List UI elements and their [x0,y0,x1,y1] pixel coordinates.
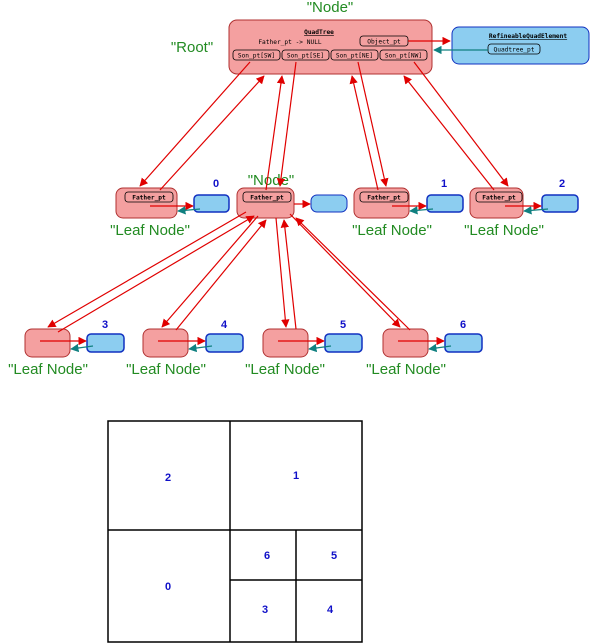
leaf-number-6: 6 [460,319,466,331]
quadtree-pt-label: Quadtree_pt [494,47,535,54]
middle-son-arrow-6 [289,213,401,328]
middle-father-field [242,191,292,203]
element-box-3 [86,333,125,353]
leaf-label-1: "Leaf Node" [352,222,432,239]
leaf-number-3: 3 [102,319,108,331]
middle-father-label: Father_pt [250,195,284,202]
grid-cell-4: 4 [327,604,334,616]
leaf-number-4: 4 [221,319,228,331]
element-box-6 [444,333,483,353]
son-nw-label: Son_pt[NW] [385,53,422,60]
middle-son-arrow-5 [275,217,290,328]
son-nw-field [379,49,428,61]
son-sw-arrow [139,61,251,187]
father-1-arrow [349,75,379,191]
father-label-2: Father_pt [482,195,516,202]
son-ne-field [330,49,379,61]
element-to-node-arrow-0 [177,206,201,215]
son-se-label: Son_pt[SE] [287,53,324,60]
middle-son-arrow-4 [161,215,259,328]
element-to-node-arrow-4 [188,343,213,353]
leaf-label-4: "Leaf Node" [126,361,206,378]
quadtree-pt-field [487,43,541,55]
element-to-node-arrow-2 [523,206,549,215]
son-sw-field [232,49,281,61]
son-se-arrow [276,61,297,187]
son-nw-arrow [413,61,509,187]
father-middle-arrow [265,75,286,191]
father-5-arrow [280,219,297,330]
grid-cell-5: 5 [331,550,337,562]
element-box-0 [193,194,230,213]
leaf-node-4 [142,328,189,358]
father-label-1: Father_pt [367,195,401,202]
father-field-1 [359,191,409,203]
grid-cell-2: 2 [165,472,171,484]
root-node-label: "Node" [307,0,354,16]
leaf-label-6: "Leaf Node" [366,361,446,378]
father-4-arrow [175,219,267,331]
father-null-line: Father_pt -> NULL [258,39,322,46]
son-se-field [281,49,330,61]
grid-cell-1: 1 [293,470,299,482]
leaf-label-3: "Leaf Node" [8,361,88,378]
element-to-node-arrow-5 [308,343,332,353]
son-ne-label: Son_pt[NE] [336,53,373,60]
leaf-number-1: 1 [441,178,447,190]
leaf-number-2: 2 [559,178,565,190]
leaf-node-5 [262,328,309,358]
leaf-node-6 [382,328,429,358]
leaf-number-0: 0 [213,178,219,190]
leaf-label-2: "Leaf Node" [464,222,544,239]
element-box-1 [426,194,464,213]
father-6-arrow [295,217,411,331]
element-to-node-arrow-1 [409,206,434,215]
father-field-0 [124,191,174,203]
element-box-2 [541,194,579,213]
father-2-arrow [403,75,495,191]
grid-cell-3: 3 [262,604,268,616]
father-field-2 [475,191,523,203]
quadtree-grid [107,420,363,643]
root-label: "Root" [171,39,213,56]
leaf-node-3 [24,328,71,358]
son-ne-arrow [357,61,389,187]
leaf-label-0: "Leaf Node" [110,222,190,239]
element-box-5 [324,333,363,353]
element-box-4 [205,333,244,353]
leaf-number-5: 5 [340,319,346,331]
father-3-arrow [57,215,255,333]
element-to-node-arrow-6 [428,343,452,353]
grid-cell-6: 6 [264,550,270,562]
quadtree-title: QuadTree [304,29,334,36]
son-sw-label: Son_pt[SW] [238,53,275,60]
grid-cell-0: 0 [165,581,171,593]
middle-son-arrow-3 [47,211,247,328]
father-0-arrow [159,75,265,191]
middle-element-box [310,194,348,213]
father-label-0: Father_pt [132,195,166,202]
leaf-label-5: "Leaf Node" [245,361,325,378]
element-to-node-arrow-3 [70,343,94,353]
middle-node-label: "Node" [248,172,295,189]
object-pt-label: Object_pt [367,39,401,46]
root-node-box [228,19,433,75]
refineable-element-title: RefineableQuadElement [489,32,568,40]
